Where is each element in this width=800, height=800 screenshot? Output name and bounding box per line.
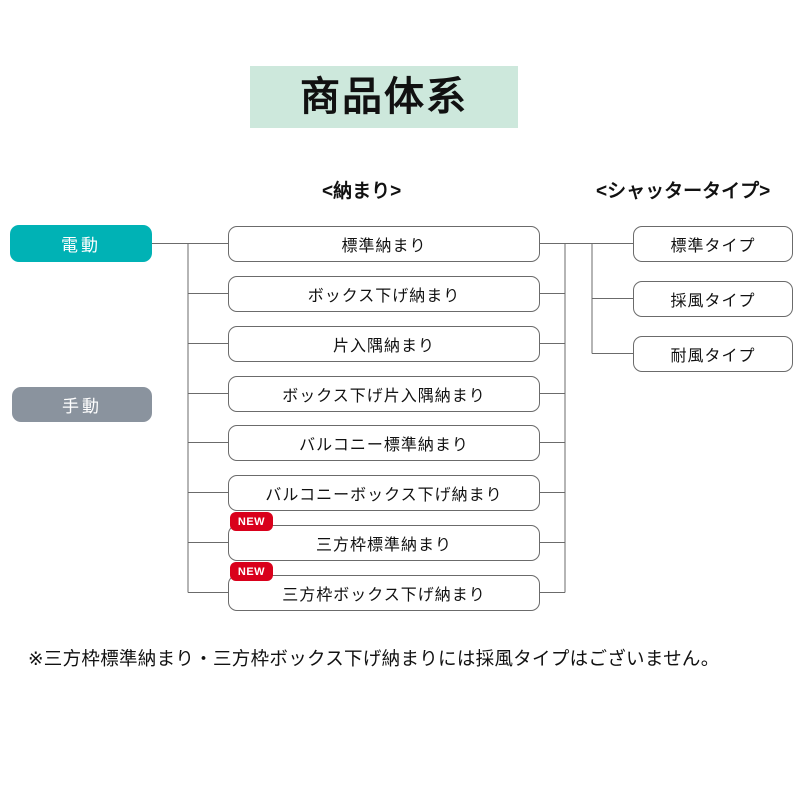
osamari-item-3[interactable]: 片入隅納まり bbox=[228, 325, 540, 362]
shutter-type-1[interactable]: 標準タイプ bbox=[633, 225, 793, 262]
osamari-item-8-label: 三方枠ボックス下げ納まり bbox=[282, 586, 486, 604]
shutter-type-3-label: 耐風タイプ bbox=[670, 347, 756, 365]
page-title-banner: 商品体系 bbox=[250, 66, 518, 128]
column-header-osamari: <納まり> bbox=[322, 181, 402, 202]
osamari-item-2-label: ボックス下げ納まり bbox=[307, 287, 461, 305]
osamari-item-1[interactable]: 標準納まり bbox=[228, 225, 540, 262]
osamari-item-5-label: バルコニー標準納まり bbox=[299, 436, 469, 454]
shutter-type-1-label: 標準タイプ bbox=[670, 237, 756, 255]
osamari-item-7[interactable]: 三方枠標準納まり bbox=[228, 524, 540, 561]
new-badge-label: NEW bbox=[237, 515, 266, 528]
column-header-shutter-type: <シャッタータイプ> bbox=[596, 181, 771, 202]
osamari-item-4-label: ボックス下げ片入隅納まり bbox=[282, 387, 486, 405]
new-badge-label: NEW bbox=[237, 565, 266, 578]
osamari-item-3-label: 片入隅納まり bbox=[332, 337, 435, 355]
osamari-item-7-label: 三方枠標準納まり bbox=[315, 536, 452, 554]
new-badge-osamari-item-8: NEW bbox=[230, 562, 273, 581]
page-title: 商品体系 bbox=[300, 75, 468, 119]
shutter-type-2[interactable]: 採風タイプ bbox=[633, 280, 793, 317]
drive-type-electric[interactable]: 電動 bbox=[10, 225, 152, 262]
osamari-item-6[interactable]: バルコニーボックス下げ納まり bbox=[228, 474, 540, 511]
osamari-item-8[interactable]: 三方枠ボックス下げ納まり bbox=[228, 574, 540, 611]
new-badge-osamari-item-7: NEW bbox=[230, 512, 273, 531]
drive-type-manual-label: 手動 bbox=[62, 397, 102, 416]
shutter-type-2-label: 採風タイプ bbox=[670, 292, 756, 310]
osamari-item-5[interactable]: バルコニー標準納まり bbox=[228, 424, 540, 461]
footer-note: ※三方枠標準納まり・三方枠ボックス下げ納まりには採風タイプはございません。 bbox=[28, 648, 720, 669]
drive-type-electric-label: 電動 bbox=[61, 236, 101, 255]
osamari-item-1-label: 標準納まり bbox=[341, 237, 427, 255]
osamari-item-6-label: バルコニーボックス下げ納まり bbox=[265, 486, 503, 504]
shutter-type-3[interactable]: 耐風タイプ bbox=[633, 335, 793, 372]
osamari-item-2[interactable]: ボックス下げ納まり bbox=[228, 275, 540, 312]
osamari-item-4[interactable]: ボックス下げ片入隅納まり bbox=[228, 375, 540, 412]
drive-type-manual[interactable]: 手動 bbox=[12, 387, 152, 422]
